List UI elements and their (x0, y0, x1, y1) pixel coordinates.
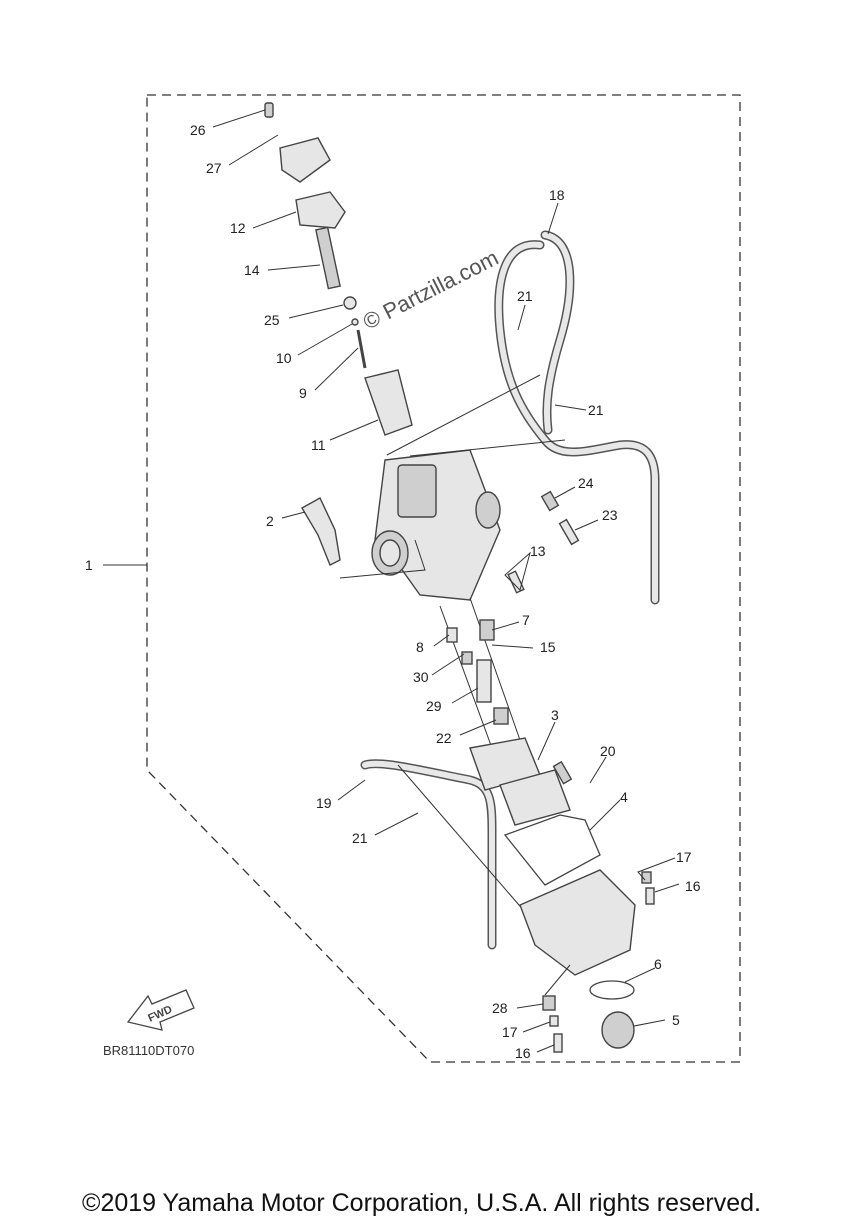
callout-15: 15 (540, 639, 556, 655)
callout-13: 13 (530, 543, 546, 559)
part-25-clip (343, 296, 357, 310)
part-17b-oring (549, 1015, 559, 1027)
copyright-notice: ©2019 Yamaha Motor Corporation, U.S.A. A… (82, 1189, 761, 1217)
callout-30: 30 (413, 669, 429, 685)
part-9-needle (356, 329, 367, 369)
callout-9: 9 (299, 385, 307, 401)
part-14-spring (315, 226, 341, 290)
callout-17-right: 17 (676, 849, 692, 865)
hose-19 (360, 759, 497, 950)
callout-18: 18 (549, 187, 565, 203)
callout-19: 19 (316, 795, 332, 811)
float-bowl (519, 869, 636, 976)
callout-8: 8 (416, 639, 424, 655)
part-6-gasket (589, 980, 635, 1000)
part-13-screw (507, 570, 525, 594)
callout-10: 10 (276, 350, 292, 366)
callout-7: 7 (522, 612, 530, 628)
part-24-screw (540, 490, 560, 512)
callout-4: 4 (620, 789, 628, 805)
figure-code: BR81110DT070 (103, 1043, 194, 1058)
part-4-gasket (503, 814, 601, 886)
callout-21-lower: 21 (352, 830, 368, 846)
part-3-float (469, 737, 571, 826)
callout-27: 27 (206, 160, 222, 176)
part-29-needle-jet (476, 659, 492, 703)
callout-11: 11 (311, 437, 326, 453)
assembly-border (146, 94, 741, 1063)
callout-1: 1 (85, 557, 93, 573)
callout-20: 20 (600, 743, 616, 759)
callout-2: 2 (266, 513, 274, 529)
fwd-arrow-icon: FWD (126, 989, 195, 1031)
callout-5: 5 (672, 1012, 680, 1028)
hose-18 (494, 230, 660, 605)
part-30-oring (461, 651, 473, 665)
callout-25: 25 (264, 312, 280, 328)
part-5-plug (601, 1011, 635, 1049)
callout-17-bottom: 17 (502, 1024, 518, 1040)
part-2-starter-plunger (301, 497, 341, 566)
callout-12: 12 (230, 220, 246, 236)
callout-23: 23 (602, 507, 618, 523)
part-8-jet (446, 627, 458, 643)
carburetor-body (371, 449, 501, 601)
callout-28: 28 (492, 1000, 508, 1016)
callout-21-upper: 21 (517, 288, 533, 304)
part-12-cover (295, 191, 346, 229)
callout-21-right: 21 (588, 402, 604, 418)
callout-14: 14 (244, 262, 260, 278)
part-7-jet (479, 619, 495, 641)
part-17-oring (641, 871, 652, 884)
callout-24: 24 (578, 475, 594, 491)
callout-29: 29 (426, 698, 442, 714)
callout-16-right: 16 (685, 878, 701, 894)
part-16b-screw (553, 1033, 563, 1053)
callout-26: 26 (190, 122, 206, 138)
part-27-cap (279, 137, 331, 183)
part-10-washer (351, 318, 359, 326)
part-16-screw (645, 887, 655, 905)
watermark: © Partzilla.com (359, 245, 502, 335)
callout-3: 3 (551, 707, 559, 723)
callout-22: 22 (436, 730, 452, 746)
part-26-screw (264, 102, 274, 118)
part-28-screw (542, 995, 556, 1011)
part-23-screw (558, 518, 580, 546)
part-22-jet (493, 707, 509, 725)
part-20-pin (552, 760, 573, 785)
callout-6: 6 (654, 956, 662, 972)
part-11-throttle-valve (364, 369, 413, 436)
callout-16-bottom: 16 (515, 1045, 531, 1061)
